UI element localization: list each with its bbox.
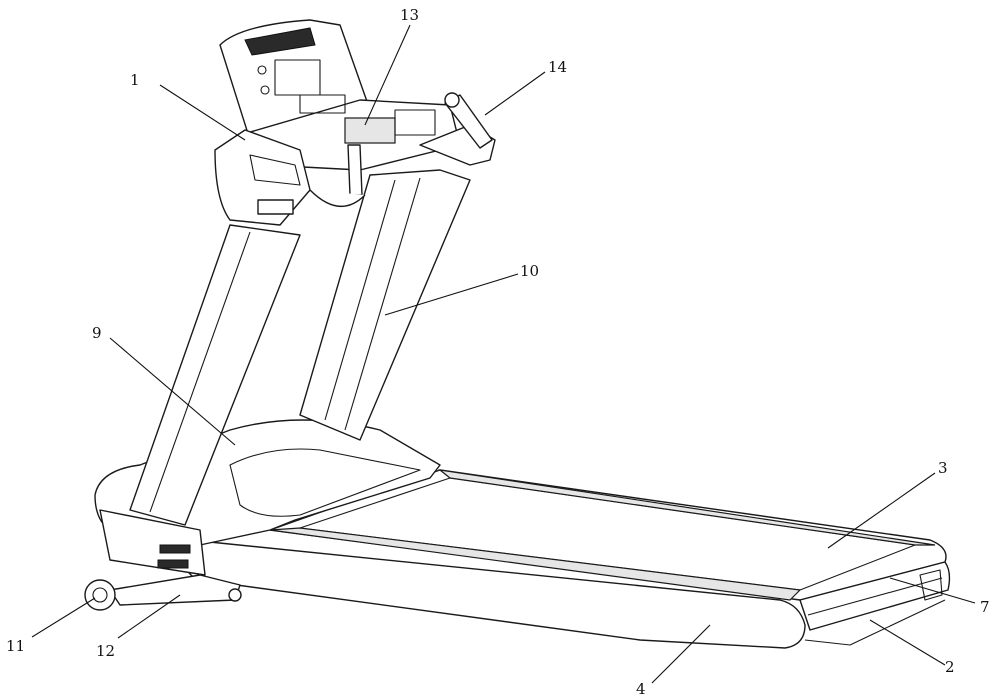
leader-9 bbox=[109, 337, 236, 446]
label-4: 4 bbox=[636, 680, 646, 698]
leader-2 bbox=[869, 619, 946, 666]
callout-labels: 1 13 14 10 9 3 7 2 4 12 11 bbox=[6, 6, 990, 698]
leader-1 bbox=[159, 84, 246, 141]
treadmill-uprights bbox=[129, 169, 471, 526]
label-2: 2 bbox=[945, 658, 955, 676]
label-1: 1 bbox=[130, 71, 140, 89]
treadmill-deck bbox=[84, 419, 951, 649]
label-10: 10 bbox=[520, 262, 539, 280]
leader-7 bbox=[889, 577, 976, 604]
leader-4 bbox=[651, 624, 711, 684]
label-14: 14 bbox=[548, 58, 567, 76]
label-11: 13 bbox=[400, 6, 419, 24]
label-7: 7 bbox=[980, 598, 990, 616]
label-9: 9 bbox=[92, 324, 102, 342]
leader-13 bbox=[31, 597, 96, 638]
label-13: 11 bbox=[6, 637, 25, 655]
treadmill-console bbox=[214, 19, 496, 226]
leader-14 bbox=[484, 71, 546, 116]
leader-12 bbox=[117, 594, 181, 639]
leader-11 bbox=[364, 24, 411, 126]
label-3: 3 bbox=[938, 459, 948, 477]
label-12: 12 bbox=[96, 642, 115, 660]
leader-3 bbox=[827, 472, 936, 549]
leader-lines bbox=[31, 24, 976, 684]
leader-10 bbox=[384, 273, 519, 316]
